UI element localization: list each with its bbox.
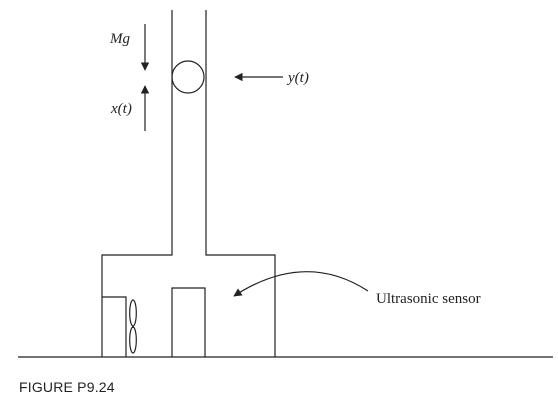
figure-caption: FIGURE P9.24 xyxy=(19,379,115,395)
position-label: x(t) xyxy=(110,101,132,117)
measurement-label: y(t) xyxy=(286,70,309,86)
force-label: Mg xyxy=(109,31,130,47)
sensor-label: Ultrasonic sensor xyxy=(376,291,481,307)
tube-outline xyxy=(101,10,276,357)
sensor-column xyxy=(171,287,206,357)
fan-icon xyxy=(129,299,137,354)
fan-housing xyxy=(102,296,127,357)
ball xyxy=(171,60,205,94)
sensor-arrow xyxy=(233,271,369,297)
